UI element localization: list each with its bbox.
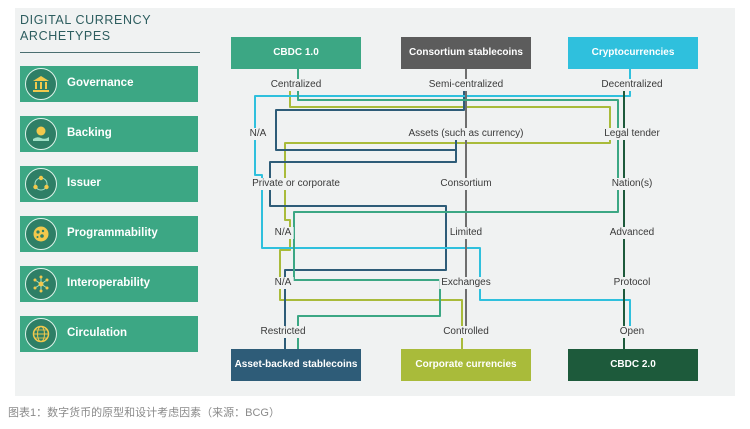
option-protocol: Protocol (611, 277, 653, 289)
figure-caption: 图表1：数字货币的原型和设计考虑因素（来源：BCG） (8, 407, 280, 419)
corporate-currencies-path (279, 85, 611, 350)
option-programmability-na: N/A (272, 227, 294, 239)
archetype-label: Programmability (67, 227, 158, 239)
option-decentralized: Decentralized (599, 79, 665, 91)
header-cbdc-1: CBDC 1.0 (231, 37, 361, 69)
option-exchanges: Exchanges (439, 277, 493, 289)
code-circle-icon (25, 218, 57, 250)
option-centralized: Centralized (268, 79, 324, 91)
option-legal-tender: Legal tender (602, 128, 662, 140)
option-advanced: Advanced (607, 227, 657, 239)
archetype-label: Circulation (67, 327, 128, 339)
option-semi-centralized: Semi-centralized (426, 79, 506, 91)
option-controlled: Controlled (441, 326, 491, 338)
option-backing-na: N/A (247, 128, 269, 140)
archetype-label: Governance (67, 77, 134, 89)
header-asset-backed-stablecoins: Asset-backed stablecoins (231, 349, 361, 381)
option-interoperability-na: N/A (272, 277, 294, 289)
archetype-label: Issuer (67, 177, 101, 189)
header-cbdc-2: CBDC 2.0 (568, 349, 698, 381)
archetype-issuer: Issuer (20, 166, 198, 202)
option-nations: Nation(s) (609, 178, 655, 190)
header-consortium-stablecoins: Consortium stablecoins (401, 37, 531, 69)
archetype-circulation: Circulation (20, 316, 198, 352)
globe-icon (25, 318, 57, 350)
hub-icon (25, 268, 57, 300)
title-divider (20, 52, 200, 53)
option-consortium: Consortium (438, 178, 494, 190)
archetype-label: Interoperability (67, 277, 151, 289)
header-corporate-currencies: Corporate currencies (401, 349, 531, 381)
title-line-2: ARCHETYPES (20, 29, 111, 43)
archetype-governance: Governance (20, 66, 198, 102)
diagram-title: DIGITAL CURRENCY ARCHETYPES (20, 12, 210, 44)
bank-icon (25, 68, 57, 100)
coin-hand-icon (25, 118, 57, 150)
network-nodes-icon (25, 168, 57, 200)
option-private-or-corporate: Private or corporate (250, 178, 342, 190)
title-line-1: DIGITAL CURRENCY (20, 13, 152, 27)
archetype-programmability: Programmability (20, 216, 198, 252)
cbdc-1-path (293, 68, 619, 350)
archetype-label: Backing (67, 127, 112, 139)
header-cryptocurrencies: Cryptocurrencies (568, 37, 698, 69)
option-restricted: Restricted (258, 326, 308, 338)
option-open: Open (617, 326, 647, 338)
option-assets: Assets (such as currency) (406, 128, 526, 140)
archetype-backing: Backing (20, 116, 198, 152)
archetype-interoperability: Interoperability (20, 266, 198, 302)
asset-backed-stablecoins-path (269, 85, 465, 350)
option-limited: Limited (447, 227, 485, 239)
